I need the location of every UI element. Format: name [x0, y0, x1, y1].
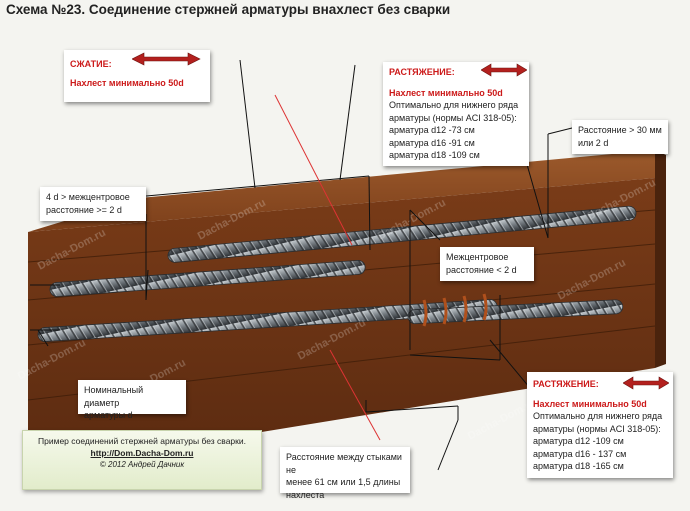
concrete-slab-top: [28, 150, 655, 232]
nominal-diameter-line-1: Номинальный диаметр: [84, 385, 144, 408]
tension-bottom-heading: РАСТЯЖЕНИЕ:: [533, 379, 599, 389]
tension-top-line-4: арматура d16 -91 см: [389, 137, 475, 148]
rebar-top: [167, 205, 637, 263]
distance-30mm-line-1: Расстояние > 30 мм: [578, 125, 662, 135]
tension-bottom-line-1: Оптимально для нижнего ряда: [533, 411, 663, 421]
double-arrow-icon: [481, 63, 527, 77]
tension-callout-bottom: РАСТЯЖЕНИЕ: Нахлест минимально 50d Оптим…: [527, 372, 673, 478]
tension-top-heading: РАСТЯЖЕНИЕ:: [389, 67, 455, 77]
nominal-diameter-line-2: арматуры d: [84, 410, 133, 420]
site-link[interactable]: http://Dom.Dacha-Dom.ru: [90, 448, 194, 458]
tension-bottom-line-4: арматура d16 - 137 см: [533, 448, 627, 459]
tension-top-line-3: арматура d12 -73 см: [389, 125, 475, 135]
distance-30mm-line-2: или 2 d: [578, 137, 609, 148]
concrete-slab-right-edge: [655, 150, 666, 368]
tension-bottom-overlap: Нахлест минимально 50d: [533, 398, 647, 409]
nominal-diameter-label: Номинальный диаметр арматуры d: [78, 380, 186, 420]
compression-heading: СЖАТИЕ:: [70, 59, 112, 69]
spacing-4d-line-1: 4 d > межцентровое: [46, 192, 130, 202]
credit-line: Пример соединений стержней арматуры без …: [38, 436, 246, 446]
joints-distance-line-2: менее 61 см или 1,5 длины: [286, 477, 401, 487]
dimension-lines: [30, 59, 573, 471]
tension-top-line-2: арматуры (нормы ACI 318-05):: [389, 112, 517, 123]
compression-overlap: Нахлест минимально 50d: [70, 77, 184, 88]
spacing-lt-2d-line-1: Межцентровое: [446, 252, 509, 262]
tension-bottom-line-3: арматура d12 -109 см: [533, 436, 624, 446]
spacing-4d-label: 4 d > межцентровое расстояние >= 2 d: [40, 187, 146, 221]
copyright: © 2012 Андрей Дачник: [99, 460, 185, 469]
rebar-bottom-right: [407, 299, 624, 325]
joints-distance-line-1: Расстояние между стыками не: [286, 452, 402, 475]
rebar-group: [37, 205, 637, 342]
tension-bottom-line-5: арматура d18 -165 см: [533, 461, 624, 471]
tension-callout-top: РАСТЯЖЕНИЕ: Нахлест минимально 50d Оптим…: [383, 62, 529, 166]
joints-distance-label: Расстояние между стыками не менее 61 см …: [280, 447, 410, 500]
red-dashed-guides: [274, 94, 381, 441]
wire-ties: [422, 293, 488, 327]
tension-top-overlap: Нахлест минимально 50d: [389, 87, 503, 98]
double-arrow-icon: [623, 376, 669, 390]
spacing-lt-2d-label: Межцентровое расстояние < 2 d: [440, 247, 534, 281]
page-title: Схема №23. Соединение стержней арматуры …: [6, 2, 451, 17]
spacing-lt-2d-line-2: расстояние < 2 d: [446, 264, 517, 275]
tension-top-line-1: Оптимально для нижнего ряда: [389, 100, 519, 110]
rebar-upper-overlap: [49, 259, 366, 297]
distance-30mm-label: Расстояние > 30 мм или 2 d: [572, 120, 668, 154]
compression-callout: СЖАТИЕ: Нахлест минимально 50d: [64, 50, 210, 102]
credit-box: Пример соединений стержней арматуры без …: [22, 430, 262, 490]
double-arrow-icon: [132, 52, 201, 66]
tension-bottom-line-2: арматуры (нормы ACI 318-05):: [533, 423, 661, 434]
spacing-4d-line-2: расстояние >= 2 d: [46, 204, 122, 215]
tension-top-line-5: арматура d18 -109 см: [389, 150, 480, 160]
joints-distance-line-3: нахлеста: [286, 489, 325, 500]
